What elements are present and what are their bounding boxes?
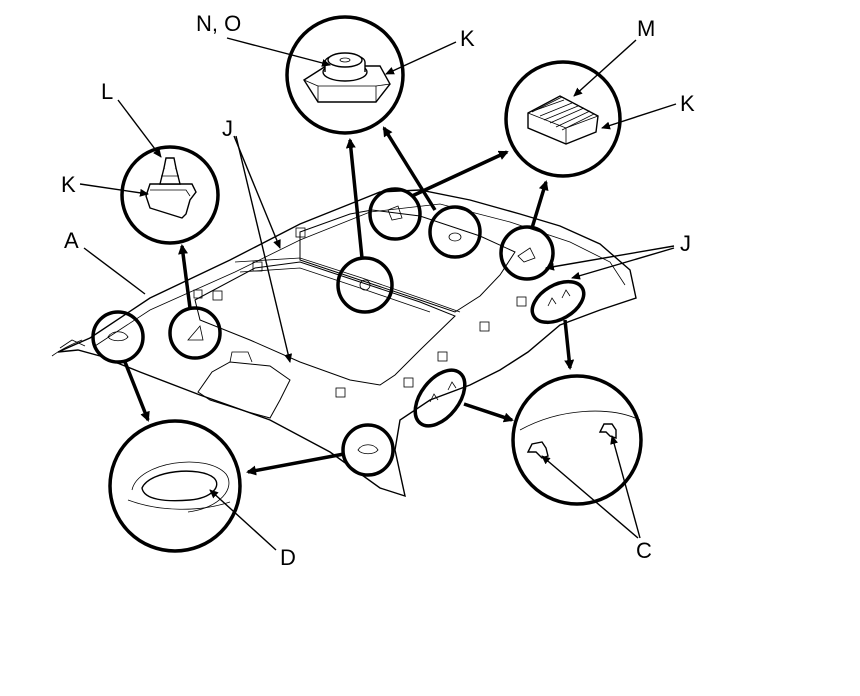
- arrow-to-m-detail-2: [530, 180, 549, 229]
- label-a: A: [64, 228, 79, 253]
- callout-circle-c-lower: [413, 368, 467, 428]
- arrow-to-c-detail: [563, 319, 575, 370]
- detail-l-clip: [120, 145, 220, 245]
- detail-d-hole: [108, 419, 242, 553]
- label-k-right: K: [680, 91, 695, 116]
- arrow-to-m-detail: [411, 150, 509, 198]
- callout-circle-no: [336, 256, 394, 314]
- label-j-right: J: [680, 231, 691, 256]
- callout-circle-m: [499, 225, 555, 281]
- detail-c-clips: [511, 374, 643, 506]
- leader-c-2: [610, 435, 641, 539]
- callout-circle-d: [341, 423, 395, 477]
- callout-circle-k-mid: [428, 205, 482, 259]
- roof-headliner: [51, 189, 637, 498]
- arrow-to-d-detail-2: [123, 361, 150, 422]
- label-c: C: [636, 538, 652, 563]
- arrow-to-c-detail-2: [463, 402, 514, 423]
- leader-j-right-2: [571, 247, 675, 280]
- arrow-to-no-detail-2: [382, 126, 437, 211]
- leader-j-left-1: [233, 135, 281, 249]
- leader-k-left: [79, 183, 149, 197]
- callout-circle-l: [168, 306, 222, 360]
- arrow-to-d-detail: [246, 452, 345, 476]
- leader-j-right-1: [545, 245, 675, 271]
- label-d: D: [280, 545, 296, 570]
- callout-circle-k-front: [368, 187, 422, 241]
- leader-m: [573, 39, 637, 97]
- label-k-top: K: [460, 26, 475, 51]
- leader-c-1: [541, 455, 639, 539]
- arrow-to-no-detail: [345, 138, 364, 259]
- callout-circle-a: [91, 310, 145, 364]
- leader-d: [209, 489, 277, 551]
- label-k-left: K: [61, 172, 76, 197]
- leader-k-top: [385, 41, 457, 75]
- label-m: M: [637, 16, 655, 41]
- arrow-to-l-detail: [178, 244, 192, 309]
- leader-l: [117, 99, 162, 158]
- detail-m-foam: [504, 60, 622, 178]
- leader-a: [83, 247, 146, 295]
- detail-no-pad: [285, 15, 405, 135]
- label-no: N, O: [196, 11, 241, 36]
- leader-j-left-2: [235, 135, 293, 363]
- callout-circle-c-upper: [530, 279, 586, 325]
- label-j-left: J: [222, 116, 233, 141]
- leader-no: [226, 37, 331, 67]
- leader-k-right: [601, 103, 677, 130]
- label-l: L: [101, 79, 113, 104]
